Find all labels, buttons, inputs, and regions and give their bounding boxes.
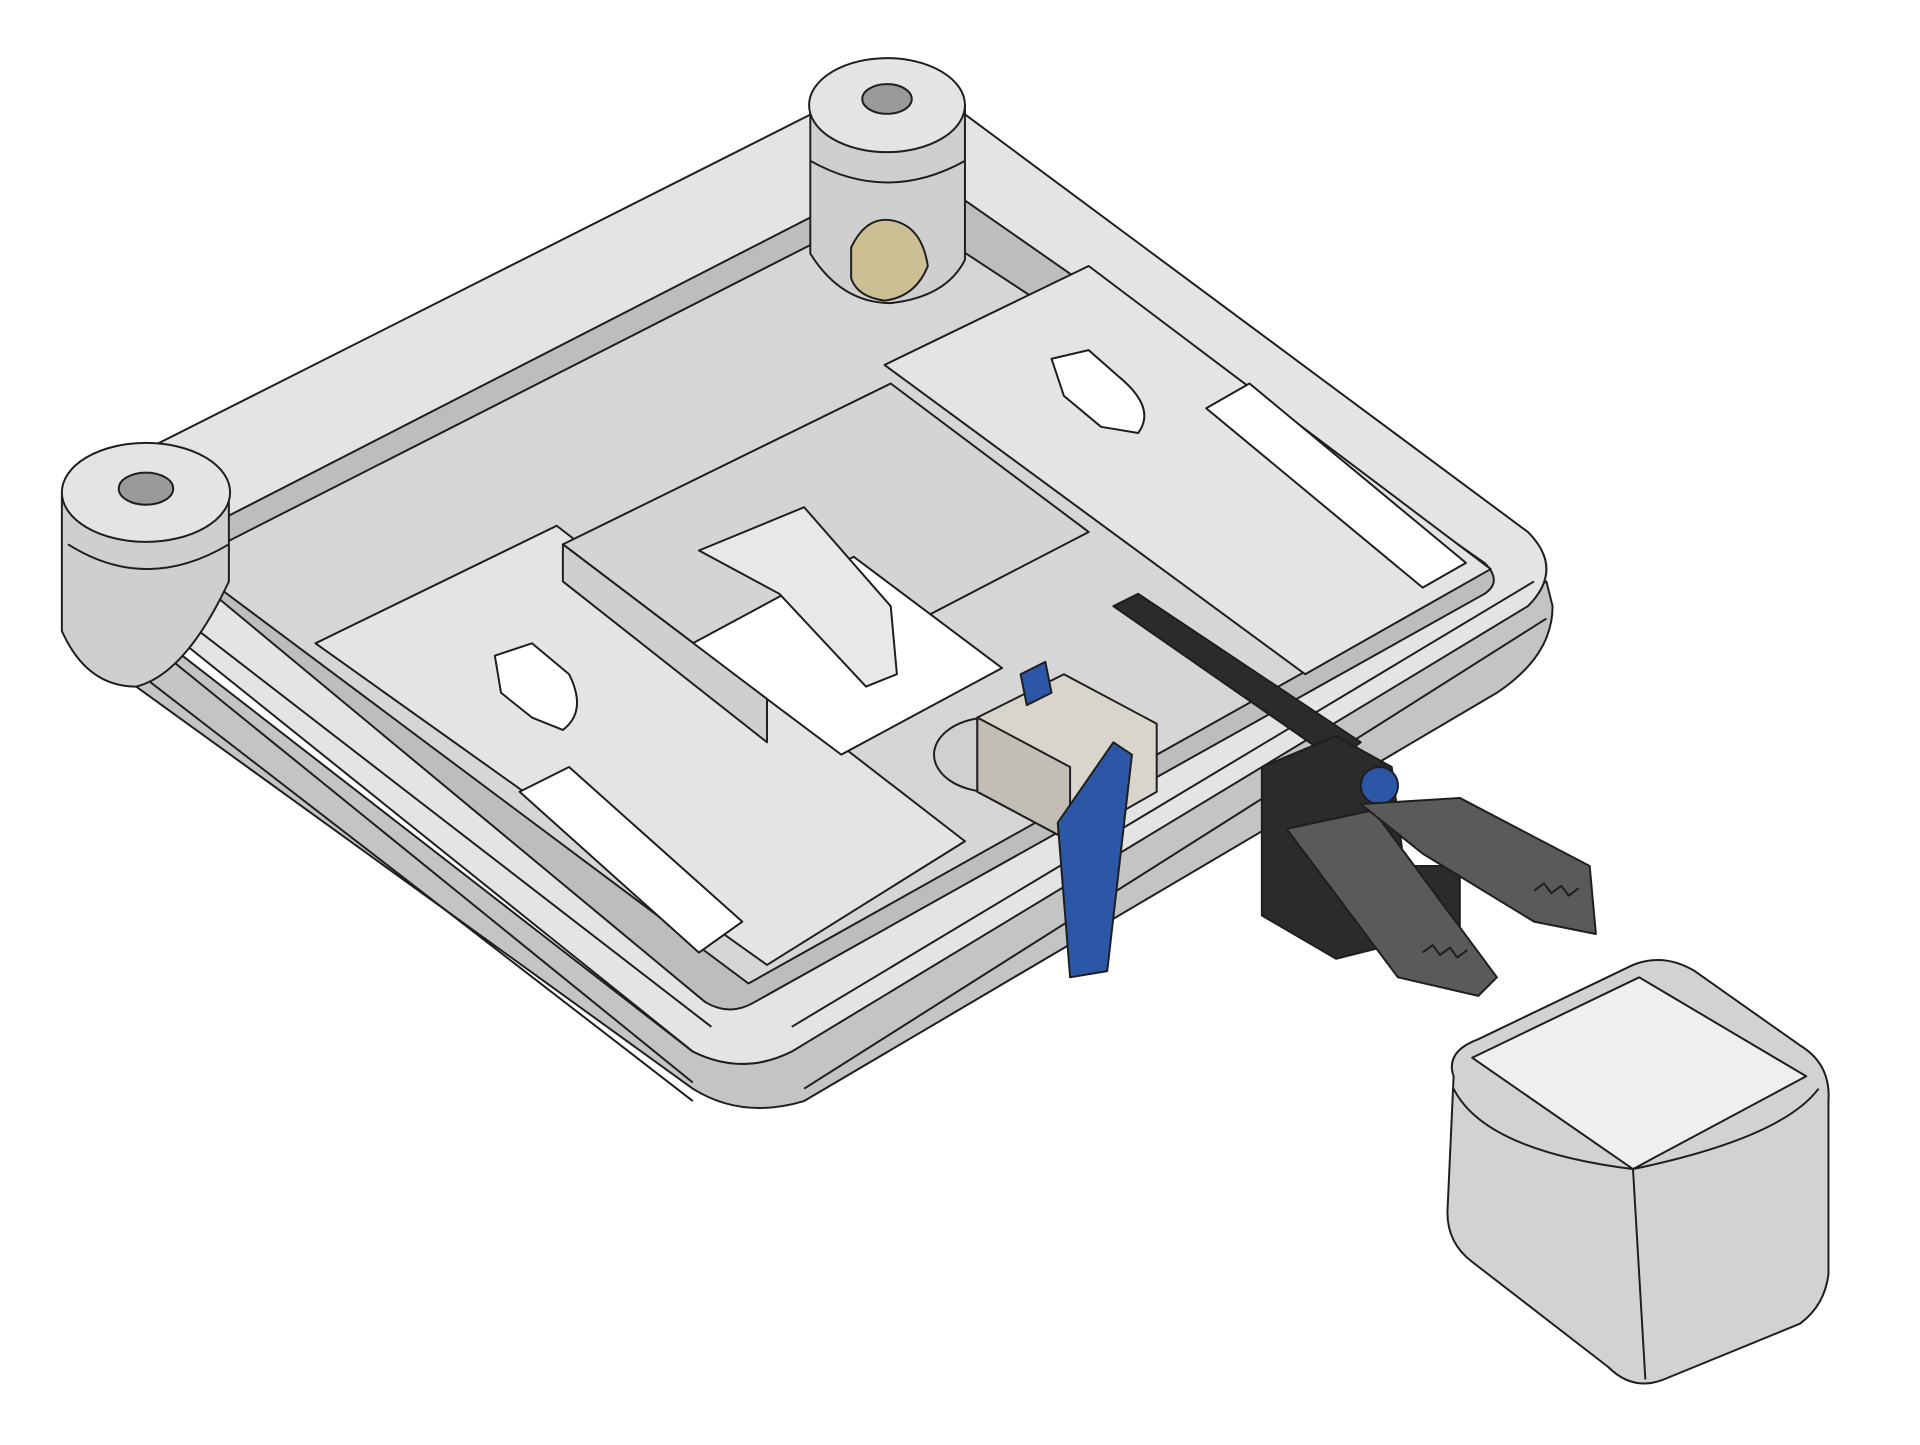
servo-motor <box>933 660 1158 979</box>
center-wall <box>561 543 768 744</box>
center-block <box>697 506 898 688</box>
pillar-insert <box>850 218 929 302</box>
slot-right <box>1205 382 1467 589</box>
pillar-front-left <box>60 441 232 688</box>
keyhole-right <box>1050 349 1146 434</box>
pillar-back-right <box>808 57 966 305</box>
cube <box>1446 959 1830 1385</box>
servo-bracket <box>1056 741 1133 979</box>
gear-hub <box>1359 766 1399 806</box>
servo-bracket <box>1019 660 1053 707</box>
keyhole-left <box>493 642 579 731</box>
gripper-jaws <box>1285 796 1597 997</box>
slot-left <box>518 766 744 954</box>
plate-right <box>883 264 1492 676</box>
frame-edge-lines <box>67 543 1547 1102</box>
